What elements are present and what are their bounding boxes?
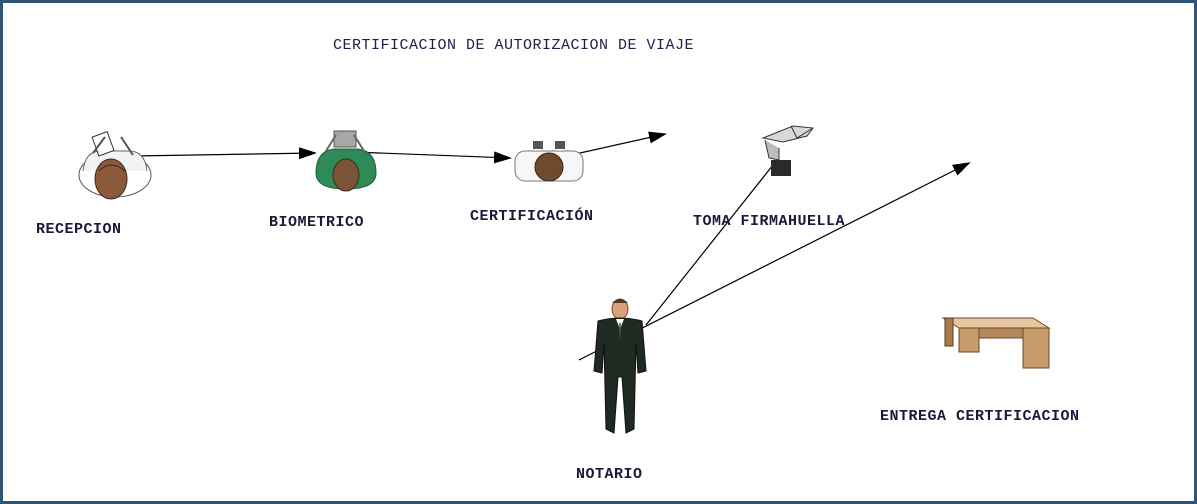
label-recepcion: RECEPCION	[36, 221, 122, 238]
desk-icon	[941, 317, 1051, 369]
notario-person-icon	[593, 298, 647, 434]
arrow-biometrico-certificacion	[352, 151, 512, 164]
arrow-recepcion-biometrico	[132, 147, 317, 160]
arrow-notario-toma	[645, 164, 774, 326]
label-toma-firmahuella: TOMA FIRMAHUELLA	[693, 213, 846, 230]
recepcion-person-icon	[78, 131, 152, 200]
certificacion-person-icon	[514, 141, 584, 182]
arrow-notario-out	[578, 162, 971, 361]
diagram-canvas	[78, 125, 1051, 434]
label-notario: NOTARIO	[576, 466, 643, 483]
label-certificacion: CERTIFICACIÓN	[470, 208, 594, 225]
biometrico-person-icon	[315, 130, 377, 192]
fingerprint-machine-icon	[761, 125, 814, 176]
diagram-title: CERTIFICACION DE AUTORIZACION DE VIAJE	[333, 37, 695, 54]
arrow-certificacion-out	[570, 131, 667, 156]
label-entrega-certificacion: ENTREGA CERTIFICACION	[880, 408, 1080, 425]
label-biometrico: BIOMETRICO	[269, 214, 365, 231]
